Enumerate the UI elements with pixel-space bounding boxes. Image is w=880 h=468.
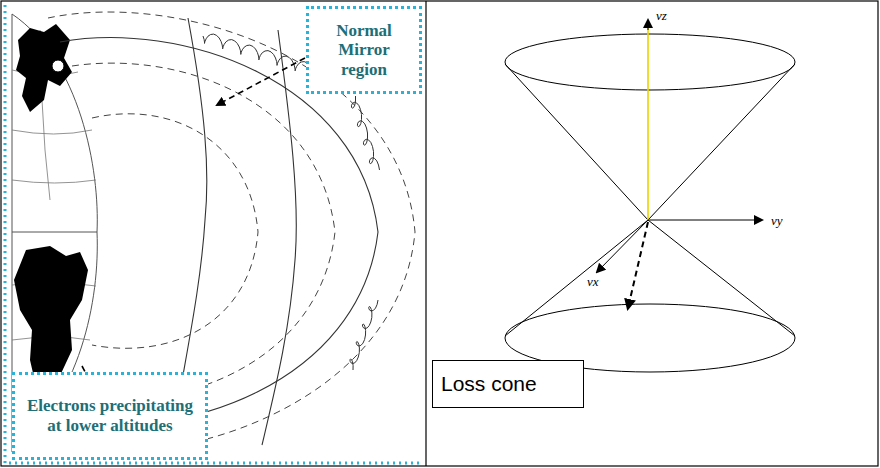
vz-axis-head [648,20,649,30]
callout-box: Normal Mirror region [306,6,422,94]
divider [425,1,426,466]
leader-arrow [217,58,305,105]
axis-label: vy [770,213,784,229]
box-text: Electrons precipitating at lower altitud… [21,396,199,435]
loss-cone [505,34,795,372]
dotted-edge [5,5,420,463]
axis-label: vz [655,8,668,24]
callout-box: Electrons precipitating at lower altitud… [12,372,208,460]
axis-label: vx [586,274,600,290]
velocity-arrow [628,222,648,308]
box-text: Loss cone [441,372,537,396]
vx-axis [597,220,648,272]
caption-box: Loss cone [432,360,584,408]
vz-axis [647,28,649,220]
box-text: Normal Mirror region [315,21,413,80]
vy-axis [648,220,762,221]
